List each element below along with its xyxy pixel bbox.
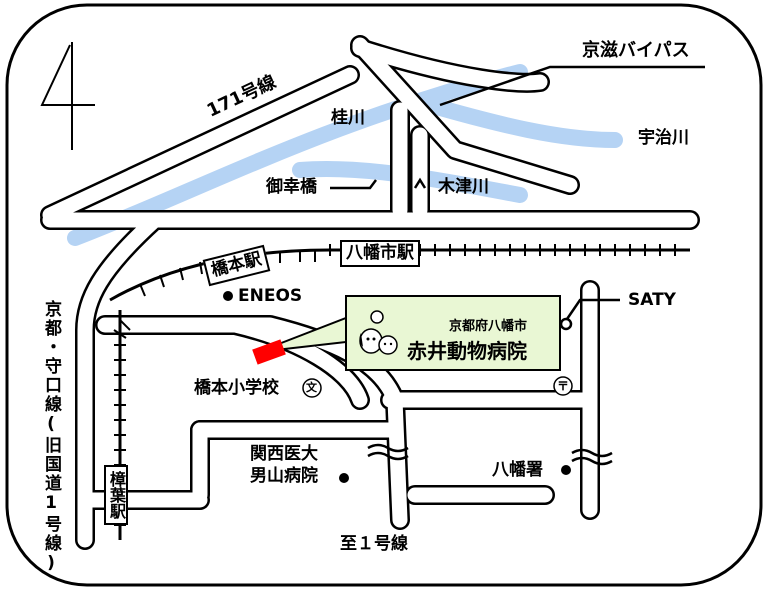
road-breaks — [367, 443, 613, 466]
destination-city: 京都府八幡市 — [449, 319, 528, 334]
kansai-hospital-label: 関西医大 男山病院 — [250, 444, 318, 487]
kyoto-moriguchi-line-label: 京都・守口線(旧国道1号線) — [41, 300, 61, 575]
gokou-bridge-label: 御幸橋 — [266, 177, 317, 197]
kansai-hospital-dot — [339, 473, 349, 483]
keiji-bypass-label: 京滋バイパス — [582, 40, 690, 61]
destination-marker — [252, 339, 286, 365]
hashimoto-school-label: 橋本小学校 — [194, 378, 279, 398]
school-symbol-circle — [302, 378, 322, 398]
roads-fill — [42, 37, 698, 548]
destination-box: 京都府八幡市 赤井動物病院 — [345, 295, 561, 371]
katsura-river-label: 桂川 — [331, 108, 365, 128]
police-label: 八幡署 — [492, 460, 543, 480]
kizu-river-label: 木津川 — [438, 177, 489, 197]
uji-river — [422, 97, 623, 148]
leader-lines — [330, 65, 705, 323]
post-symbol-circle — [553, 376, 573, 396]
yawatashi-station-label: 八幡市駅 — [340, 240, 420, 267]
kuzuha-station-label: 樟葉駅 — [104, 465, 128, 525]
saty-marker — [559, 317, 573, 331]
school-symbol: 文 — [306, 381, 317, 394]
to-route1-label: 至１号線 — [340, 534, 408, 554]
eneos-dot — [223, 291, 233, 301]
police-dot — [561, 465, 571, 475]
uji-river-label: 宇治川 — [638, 128, 689, 148]
north-arrow — [40, 42, 95, 150]
eneos-label: ENEOS — [238, 286, 303, 306]
destination-name: 赤井動物病院 — [407, 339, 527, 363]
animal-illustration-icon — [355, 307, 399, 359]
saty-label: SATY — [628, 290, 676, 310]
post-office-symbol: 〒 — [557, 379, 570, 393]
